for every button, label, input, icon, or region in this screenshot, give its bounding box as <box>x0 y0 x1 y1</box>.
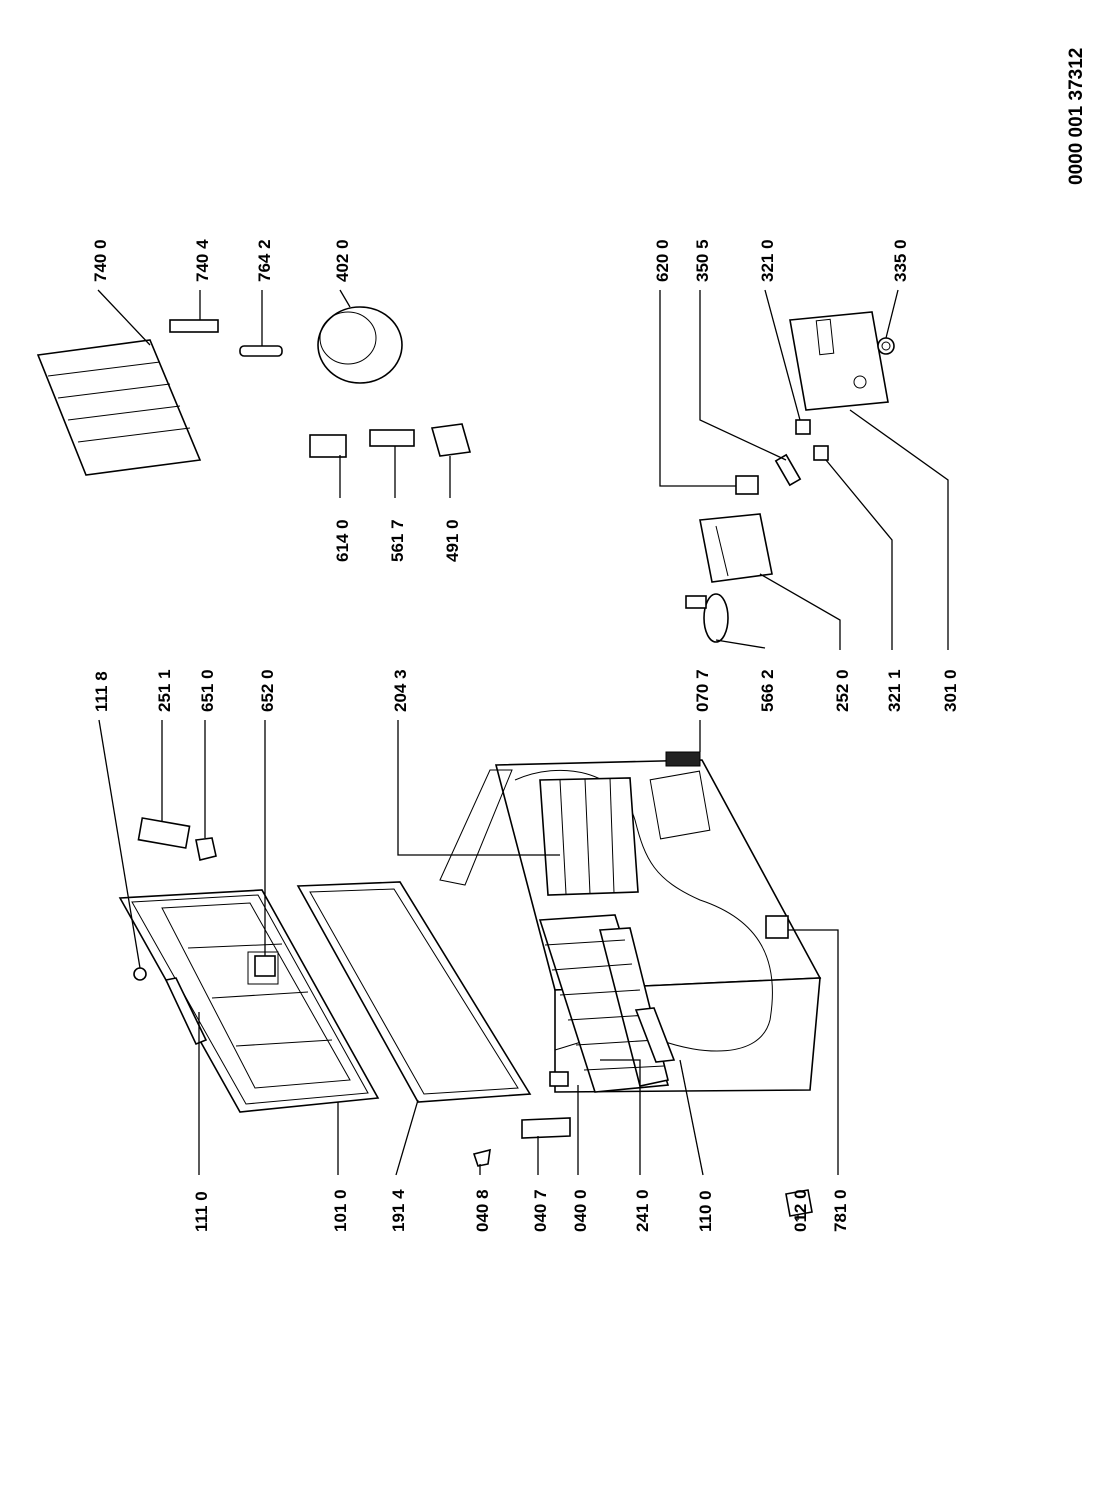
callout-040-7: 040 7 <box>531 1189 550 1232</box>
part-relay <box>309 434 347 458</box>
document-number: 0000 001 37312 <box>1066 48 1087 185</box>
callout-651-0: 651 0 <box>198 669 217 712</box>
callout-labels: 111 0 101 0 191 4 040 8 040 7 040 0 241 … <box>91 239 960 1232</box>
part-clip <box>472 1148 491 1167</box>
callout-781-0: 781 0 <box>831 1189 850 1232</box>
callout-566-2: 566 2 <box>758 669 777 712</box>
part-bulb <box>195 837 217 861</box>
callout-301-0: 301 0 <box>941 669 960 712</box>
part-thermostat <box>735 475 759 495</box>
callout-561-7: 561 7 <box>388 519 407 562</box>
callout-110-0: 110 0 <box>696 1190 715 1232</box>
part-lid-button <box>133 967 147 981</box>
callout-252-0: 252 0 <box>833 669 852 712</box>
leader-lines <box>97 289 949 1220</box>
callout-101-0: 101 0 <box>331 1189 350 1232</box>
part-compressor <box>317 306 403 384</box>
callout-740-0: 740 0 <box>91 239 110 282</box>
callout-620-0: 620 0 <box>653 239 672 282</box>
part-knob <box>877 337 895 355</box>
callout-111-0: 111 0 <box>192 1191 211 1232</box>
part-filter-dryer <box>239 345 283 357</box>
callout-740-4: 740 4 <box>193 239 212 282</box>
part-light-cover <box>137 817 191 849</box>
part-control-panel <box>789 311 889 411</box>
part-hinge <box>549 1071 569 1087</box>
part-hinge-cover <box>521 1117 571 1139</box>
callout-321-0: 321 0 <box>758 239 777 282</box>
callout-350-5: 350 5 <box>693 239 712 282</box>
part-bracket <box>169 319 219 333</box>
part-lid-handle <box>164 977 208 1046</box>
callout-241-0: 241 0 <box>633 1189 652 1232</box>
callout-040-0: 040 0 <box>571 1189 590 1232</box>
part-switch-a <box>795 419 811 435</box>
callout-764-2: 764 2 <box>255 239 274 282</box>
callout-321-1: 321 1 <box>885 669 904 712</box>
part-door-gasket <box>296 881 532 1103</box>
part-spring <box>685 593 729 643</box>
part-overload <box>369 429 415 447</box>
callout-012-0: 012 0 <box>791 1189 810 1232</box>
part-terminal-cover <box>430 423 472 457</box>
callout-070-7: 070 7 <box>693 669 712 712</box>
callout-111-8: 111 8 <box>92 671 111 712</box>
part-condenser <box>36 339 202 476</box>
part-drain-bracket <box>765 915 789 939</box>
part-indicator-lamp <box>774 453 802 487</box>
callout-335-0: 335 0 <box>891 239 910 282</box>
callout-491-0: 491 0 <box>443 519 462 562</box>
part-thermostat-housing <box>699 513 773 583</box>
callout-614-0: 614 0 <box>333 519 352 562</box>
callout-204-3: 204 3 <box>391 669 410 712</box>
part-lamp-holder <box>254 955 276 977</box>
callout-040-8: 040 8 <box>473 1189 492 1232</box>
part-foot <box>785 1189 813 1217</box>
callout-191-4: 191 4 <box>389 1189 408 1232</box>
part-vent-grille <box>665 751 701 767</box>
part-cover <box>634 1007 676 1063</box>
part-divider-frame <box>539 777 639 896</box>
callout-251-1: 251 1 <box>155 669 174 712</box>
callout-652-0: 652 0 <box>258 669 277 712</box>
part-switch-b <box>813 445 829 461</box>
callout-402-0: 402 0 <box>333 239 352 282</box>
